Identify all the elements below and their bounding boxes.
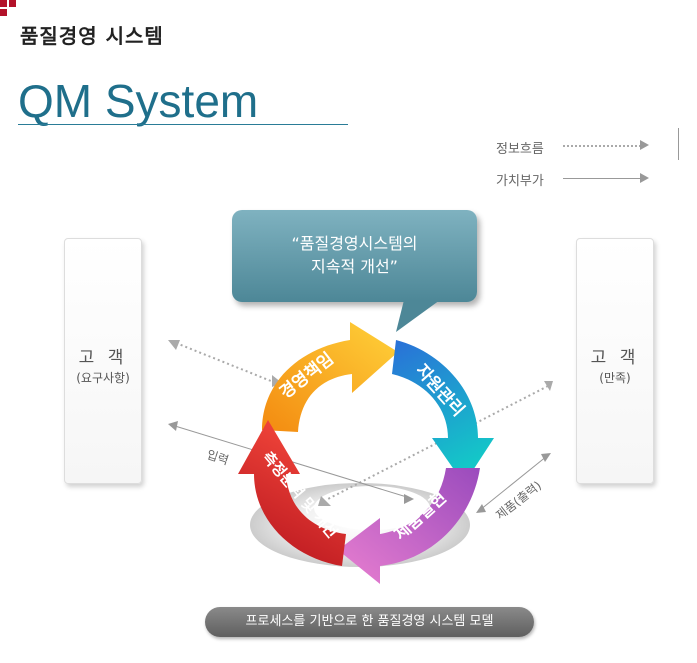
input-label: 입력	[205, 448, 230, 468]
input-arrow-icon	[168, 421, 178, 431]
info-flow-lines	[175, 342, 549, 501]
legend-info-flow-label: 정보흐름	[496, 142, 544, 157]
legend-info-flow-line	[563, 145, 641, 147]
continuous-improvement-callout: “품질경영시스템의 지속적 개선”	[232, 210, 477, 302]
measurement-analysis-improvement-arrow	[238, 420, 346, 566]
cycle-base-inner	[314, 486, 430, 530]
divider-line	[678, 128, 679, 160]
page-title: QM System	[18, 75, 259, 127]
output-arrow-icon	[476, 504, 486, 513]
title-underline	[18, 124, 348, 125]
customer-left-subtitle: (요구사항)	[76, 371, 130, 385]
customer-right-title: 고 객	[590, 348, 640, 368]
corner-logo-mark	[0, 0, 16, 16]
output-arrow-icon	[541, 453, 551, 462]
info-flow-arrow-icon	[544, 381, 553, 391]
info-flow-arrow-icon	[168, 340, 180, 350]
customer-satisfaction-box: 고 객 (만족)	[576, 238, 654, 484]
customer-left-title: 고 객	[78, 348, 128, 368]
legend-value-added-label: 가치부가	[496, 174, 544, 189]
legend-info-flow-arrow-icon	[640, 140, 649, 150]
customer-requirements-box: 고 객 (요구사항)	[64, 238, 142, 484]
legend-value-added-arrow-icon	[640, 173, 649, 183]
info-flow-arrow-icon	[318, 496, 331, 506]
resource-management-arrow	[392, 340, 494, 484]
product-realization-arrow	[338, 468, 480, 584]
management-responsibility-arrow	[262, 322, 398, 432]
customer-right-subtitle: (만족)	[599, 371, 631, 385]
input-arrow-icon	[404, 494, 414, 504]
page-heading: 품질경영 시스템	[20, 24, 164, 48]
legend-value-added-line	[563, 178, 641, 179]
diagram-caption: 프로세스를 기반으로 한 품질경영 시스템 모델	[205, 607, 534, 637]
callout-text: “품질경영시스템의 지속적 개선”	[291, 234, 418, 276]
